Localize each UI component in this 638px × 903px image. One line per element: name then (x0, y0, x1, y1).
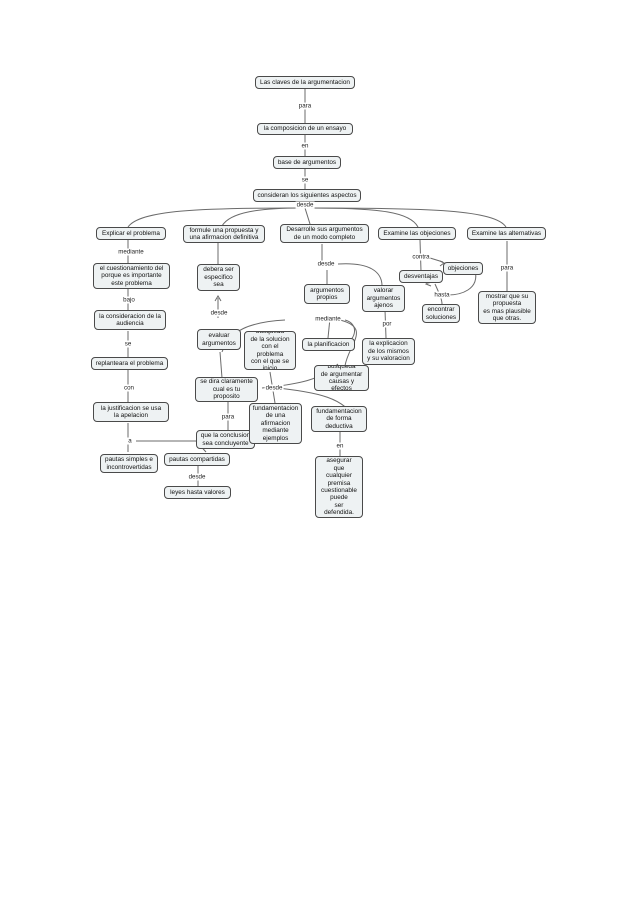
justificacion-node: la justificacion se usa la apelacion (93, 402, 169, 422)
replanteara-node: replanteara el problema (91, 357, 168, 370)
leyes-valores-node: leyes hasta valores (164, 486, 231, 499)
label-se: se (300, 176, 310, 184)
label-para-3: para (499, 264, 515, 272)
pautas-compartidas-node: pautas compartidas (164, 453, 230, 466)
examine-objeciones-node: Examine las objeciones (378, 227, 456, 240)
evaluar-argumentos-node: evaluar argumentos (197, 329, 241, 350)
proposito-node: se dira claramente cual es tu proposito (195, 377, 258, 402)
desventajas-node: desventajas (399, 270, 443, 283)
aspectos-node: consideran los siguientes aspectos (253, 189, 361, 202)
valorar-ajenos-node: valorar argumentos ajenos (362, 285, 405, 312)
objeciones-node: objeciones (443, 262, 483, 275)
label-mediante: mediante (117, 248, 145, 256)
base-argumentos-node: base de argumentos (273, 156, 341, 169)
examine-alternativas-node: Examine las alternativas (467, 227, 546, 240)
formule-node: formule una propuesta y una afirmacion d… (183, 225, 265, 243)
conclusion-node: que la conclusion sea concluyente (196, 430, 255, 449)
label-desde-mid: desde (264, 384, 284, 392)
label-por: por (381, 320, 393, 328)
pautas-simples-node: pautas simples e incontrovertidas (100, 454, 158, 473)
label-contra: contra (411, 253, 431, 261)
argumentos-propios-node: argumentos propios (304, 284, 350, 304)
consideracion-audiencia-node: la consideracion de la audiencia (94, 310, 166, 330)
label-con: con (123, 384, 135, 392)
fundamentacion-deductiva-node: fundamentacion de forma deductiva (311, 406, 367, 432)
mostrar-propuesta-node: mostrar que su propuesta es mas plausibl… (478, 291, 536, 324)
label-en: en (300, 142, 310, 150)
explicacion-valoracion-node: la explicacion de los mismos y su valora… (362, 338, 415, 365)
debera-especifico-node: debera ser especifico sea (197, 264, 240, 291)
label-en-2: en (335, 442, 345, 450)
desarrolle-node: Desarrolle sus argumentos de un modo com… (280, 224, 369, 243)
busqueda-causas-node: busqueda de argumentar causas y efectos (314, 365, 369, 391)
explicar-problema-node: Explicar el problema (96, 227, 166, 240)
busqueda-solucion-node: busqueda de la solucion con el problema … (244, 331, 296, 370)
label-para: para (297, 102, 313, 110)
asegurar-premisa-node: asegurar que cualquier premisa cuestiona… (315, 456, 363, 518)
label-se-2: se (123, 340, 133, 348)
encontrar-soluciones-node: encontrar soluciones (422, 304, 460, 323)
label-hasta: hasta (433, 291, 451, 299)
root-node: Las claves de la argumentacion (255, 76, 355, 89)
label-mediante-2: mediante (314, 315, 342, 323)
label-desde-desarrolle: desde (316, 260, 336, 268)
label-desde-formule: desde (209, 309, 229, 317)
cuestionamiento-node: el cuestionamiento del porque es importa… (93, 263, 170, 289)
composicion-node: la composicion de un ensayo (257, 123, 353, 135)
label-bajo: bajo (122, 296, 136, 304)
label-a: a (127, 437, 133, 445)
label-para-2: para (220, 413, 236, 421)
fundamentacion-afirmacion-node: fundamentacion de una afirmacion mediant… (249, 403, 302, 444)
planificacion-node: la planificacion (302, 338, 355, 351)
label-desde-pautas: desde (187, 473, 207, 481)
label-desde-top: desde (295, 201, 315, 209)
